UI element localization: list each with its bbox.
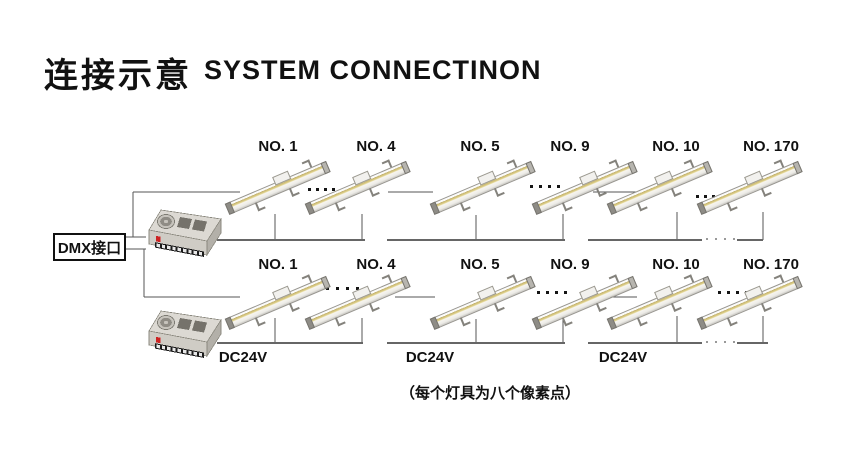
fixture-bar-body [696,274,803,330]
light-fixture [304,274,411,333]
dmx-interface-label: DMX接口 [57,239,122,257]
fixture-address-label: NO. 1 [258,256,298,273]
light-fixture [696,159,803,218]
mount-bracket [561,314,573,327]
mount-bracket [368,300,380,312]
mount-bracket [459,199,471,212]
fixture-bar-body [304,159,411,215]
fixture-bar-body [304,274,411,330]
mount-bracket [726,199,738,212]
fixture-address-label: NO. 1 [258,138,298,155]
light-fixture [696,274,803,333]
signal-wire-bottom [122,248,637,298]
fixture-address-label: NO. 170 [743,256,799,273]
mount-bracket [636,199,648,212]
mount-plate [272,285,292,301]
fixture-bar-body [606,274,713,330]
mount-bracket [254,314,266,327]
fixture-address-label: NO. 4 [356,256,396,273]
light-fixture [429,274,536,333]
mount-plate [654,170,674,186]
light-fixture [606,159,713,218]
light-fixture [304,159,411,218]
fixture-address-label: NO. 5 [460,256,500,273]
mount-plate [579,170,599,186]
fixture-address-label: NO. 9 [550,138,590,155]
mount-bracket [636,314,648,327]
mount-bracket [760,185,772,197]
mount-plate [477,285,497,301]
fixture-address-label: NO. 5 [460,138,500,155]
fixture-bar-body [606,159,713,215]
mount-bracket [288,185,300,197]
voltage-label: DC24V [218,349,268,366]
mount-plate [352,285,372,301]
page-title-en: SYSTEM CONNECTINON [204,55,542,85]
continuation-dots [308,185,748,294]
mount-bracket [670,300,682,312]
fixture-bar-body [429,274,536,330]
mount-bracket [368,185,380,197]
fixture-bar-body [429,159,536,215]
mount-plate [477,170,497,186]
fixture-address-label: NO. 9 [550,256,590,273]
mount-bracket [760,300,772,312]
mount-plate [744,170,764,186]
mount-bracket [288,300,300,312]
mount-plate [579,285,599,301]
mount-bracket [334,199,346,212]
fixture-drop-wires-bottom [274,316,764,343]
mount-bracket [334,314,346,327]
mount-bracket [595,185,607,197]
fixture-address-label: NO. 170 [743,138,799,155]
mount-bracket [561,199,573,212]
fixture-address-label: NO. 10 [652,256,700,273]
voltage-label: DC24V [598,349,648,366]
signal-wire-top [122,191,636,238]
power-supply-top [148,209,222,258]
mount-bracket [493,185,505,197]
mount-bracket [493,300,505,312]
page-title-zh: 连接示意 [44,57,192,95]
fixture-drop-wires-top [274,212,764,240]
mount-bracket [595,300,607,312]
mount-plate [352,170,372,186]
bus-continuation-dots [706,238,735,343]
mount-plate [272,170,292,186]
power-supply-bottom [148,310,222,359]
light-fixture [429,159,536,218]
mount-bracket [254,199,266,212]
mount-bracket [726,314,738,327]
pixel-note-caption: （每个灯具为八个像素点） [399,385,580,402]
light-fixture [606,274,713,333]
dmx-interface-box: DMX接口 [53,233,126,261]
fixture-address-label: NO. 4 [356,138,396,155]
fixture-address-label: NO. 10 [652,138,700,155]
fixture-bar-body [696,159,803,215]
mount-plate [744,285,764,301]
voltage-label: DC24V [405,349,455,366]
mount-plate [654,285,674,301]
mount-bracket [459,314,471,327]
mount-bracket [670,185,682,197]
